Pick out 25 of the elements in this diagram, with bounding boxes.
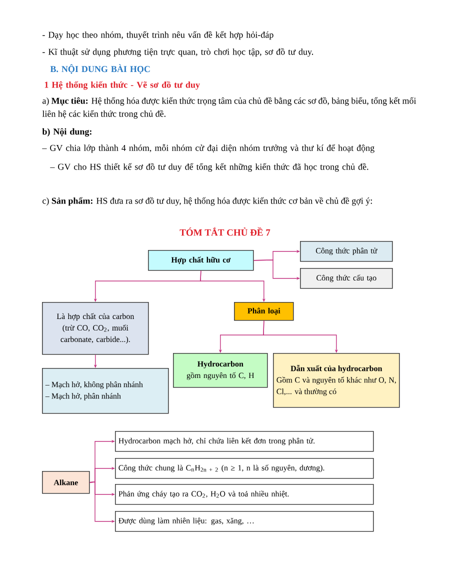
box: Là hợp chất của carbon (trừ CO, CO$_{2}$, muối carbonate, carbide...). <box>42 302 149 355</box>
paragraph: - Dạy học theo nhóm, thuyết trình nêu vấn đề kết hợp hỏi-đáp <box>42 31 274 40</box>
paragraph: – GV cho HS thiết kế sơ đồ tư duy để tổng kết những kiến thức đã học trong chủ đề. <box>50 163 368 172</box>
paragraph: – GV chia lớp thành 4 nhóm, mỗi nhóm cử đại diện nhóm trưởng và thư kí để hoạt động <box>42 144 374 153</box>
box: Công thức phân tử <box>300 241 393 262</box>
title: TÓM TẮT CHỦ ĐỀ 7 <box>180 227 270 236</box>
box: Được dùng làm nhiên liệu: gas, xăng, … <box>115 511 374 532</box>
paragraph: a) Mục tiêu: Hệ thống hóa được kiến thức trọng tâm của chủ đề bằng các sơ đồ, bảng biểu, tổng kết mối liên hệ các kiến thức trong chủ đề. <box>42 97 416 119</box>
paragraph: B. NỘI DUNG BÀI HỌC <box>50 64 150 74</box>
box: – Mạch hở, không phân nhánh – Mạch hở, phân nhánh <box>42 368 169 414</box>
box: Phân loại <box>234 302 294 321</box>
box: Công thức cấu tạo <box>300 268 393 289</box>
box: Phản ứng cháy tạo ra CO$_{2}$, H$_{2}$O và toả nhiều nhiệt. <box>115 484 374 505</box>
box: Hydrocarbon gồm nguyên tố C, H <box>173 353 268 388</box>
box: Hydrocarbon mạch hở, chỉ chứa liên kết đơn trong phân tử. <box>115 431 374 452</box>
paragraph: 1 Hệ thống kiến thức - Vẽ sơ đồ tư duy <box>44 81 200 90</box>
paragraph: c) Sản phẩm: HS đưa ra sơ đồ tư duy, hệ thống hóa được kiến thức cơ bản về chủ đề gợi ý: <box>42 197 372 206</box>
arrow <box>263 320 338 353</box>
arrow <box>200 270 266 302</box>
paragraph: b) Nội dung: <box>42 128 92 137</box>
box: Dẫn xuất của hydrocarbon Gồm C và nguyên tố khác như O, N, Cl,... và thường có <box>273 353 400 408</box>
paragraph: - Kĩ thuật sử dụng phương tiện trực quan, trò chơi học tập, sơ đồ tư duy. <box>42 48 314 57</box>
box: Công thức chung là C$_{n}$H$_{2n + 2}$ (n ≥ 1, n là số nguyên, dương). <box>115 458 374 479</box>
box: Alkane <box>42 471 90 494</box>
box: Hợp chất hữu cơ <box>148 250 254 271</box>
